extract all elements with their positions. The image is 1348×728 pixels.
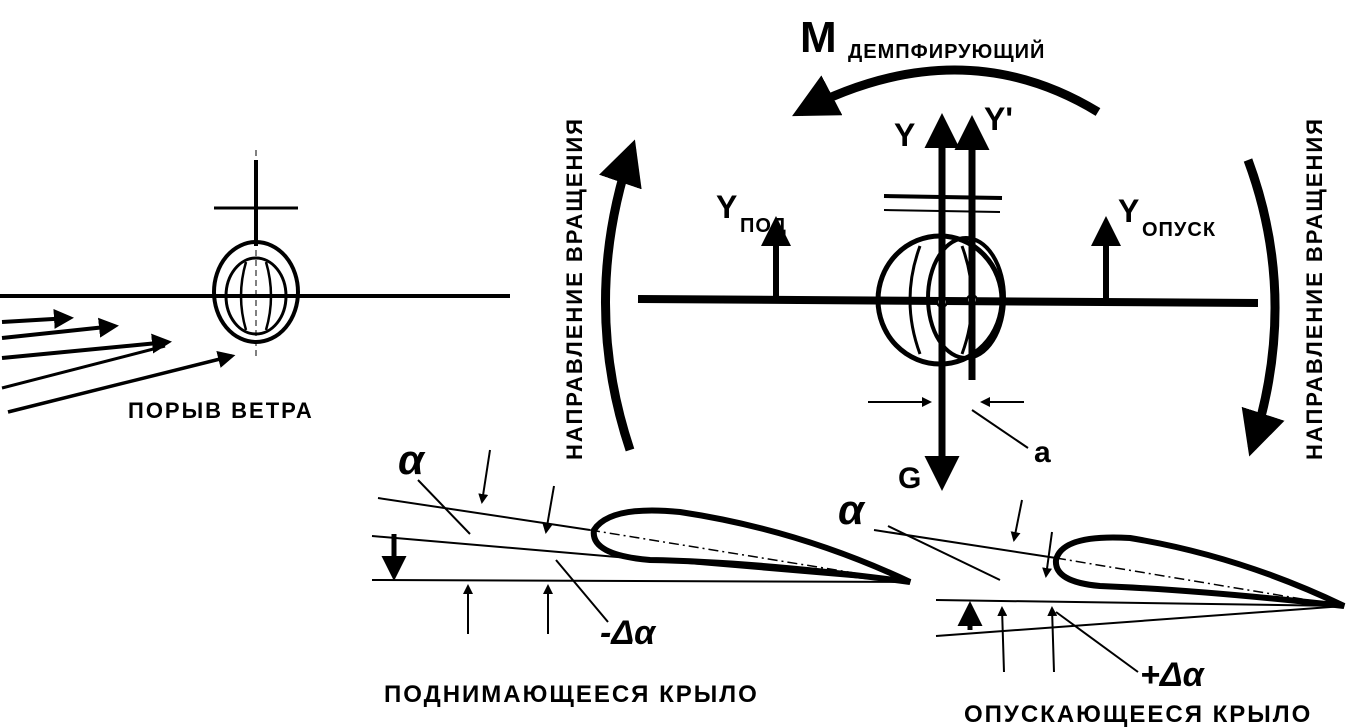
- delta-alpha-minus-label: -Δα: [600, 614, 657, 652]
- damping-moment-subscript: ДЕМПФИРУЮЩИЙ: [848, 39, 1045, 63]
- alpha-right-label: α: [838, 486, 866, 533]
- lowering-alpha-arrow-mid: [1042, 531, 1053, 578]
- lowering-horizontal-line: [935, 605, 1345, 637]
- right-intake: [926, 236, 1006, 360]
- lift-lowering-subscript: ОПУСК: [1142, 219, 1216, 241]
- airfoil-rising-wing: [371, 449, 912, 634]
- left-intake-detail: [239, 261, 248, 331]
- damping-moment-symbol: M: [800, 13, 837, 62]
- rising-delta-leader: [555, 559, 609, 623]
- gust-arrow-4: [1, 344, 166, 390]
- lowering-chord-line: [1055, 557, 1345, 607]
- lift-y-prime-label: Y': [984, 101, 1013, 137]
- right-wing: [637, 295, 1259, 307]
- lowering-relative-wind-line: [935, 599, 1345, 607]
- gust-arrow-5: [7, 350, 236, 414]
- gust-arrows: [1, 308, 236, 414]
- right-intake-detail-1: [908, 245, 922, 355]
- gust-arrow-1: [1, 308, 74, 329]
- left-intake-detail-2: [264, 261, 273, 331]
- gust-arrow-2: [1, 317, 119, 340]
- alpha-left-label: α: [398, 436, 426, 483]
- rising-alpha-arrow-top: [478, 449, 491, 504]
- rotation-label-left: НАПРАВЛЕНИЕ ВРАЩЕНИЯ: [562, 117, 587, 460]
- lowering-airfoil-shape: [1052, 534, 1346, 609]
- lift-y-label: Y: [894, 117, 915, 153]
- offset-label: a: [1034, 436, 1051, 469]
- rotation-label-right: НАПРАВЛЕНИЕ ВРАЩЕНИЯ: [1302, 117, 1327, 460]
- lowering-wing-label: ОПУСКАЮЩЕЕСЯ КРЫЛО: [964, 701, 1312, 728]
- lift-lowering-symbol: Y: [1118, 193, 1139, 229]
- lowering-bottom-arrow-1: [997, 606, 1008, 673]
- lowering-flow-line: [873, 529, 1057, 559]
- delta-alpha-plus-label: +Δα: [1140, 656, 1206, 694]
- airfoil-lowering-wing: [873, 499, 1346, 673]
- rising-horizontal-line: [371, 579, 911, 583]
- lowering-alpha-leader: [887, 525, 1001, 581]
- rising-flow-line: [377, 497, 591, 531]
- offset-leader: [971, 409, 1029, 449]
- front-view-aircraft-left: [0, 150, 510, 360]
- rotation-arc-right: [1241, 158, 1285, 457]
- gust-arrow-3: [1, 333, 172, 360]
- rotation-arc-left: [599, 139, 642, 452]
- rising-alpha-arrow-mid: [542, 485, 555, 534]
- rising-relative-wind-line: [371, 535, 911, 583]
- lowering-alpha-arrow-top: [1010, 499, 1023, 542]
- gust-label: ПОРЫВ ВЕТРА: [128, 398, 314, 423]
- lift-rising-symbol: Y: [716, 189, 737, 225]
- lowering-delta-leader: [1055, 611, 1139, 673]
- lift-rising-subscript: ПОД: [740, 215, 787, 237]
- damping-moment-arc: [792, 65, 1101, 117]
- rising-wing-label: ПОДНИМАЮЩЕЕСЯ КРЫЛО: [384, 681, 759, 708]
- rising-alpha-leader: [417, 479, 471, 535]
- weight-label: G: [898, 462, 921, 495]
- rising-chord-line: [589, 529, 911, 583]
- lowering-bottom-arrow-2: [1047, 606, 1058, 673]
